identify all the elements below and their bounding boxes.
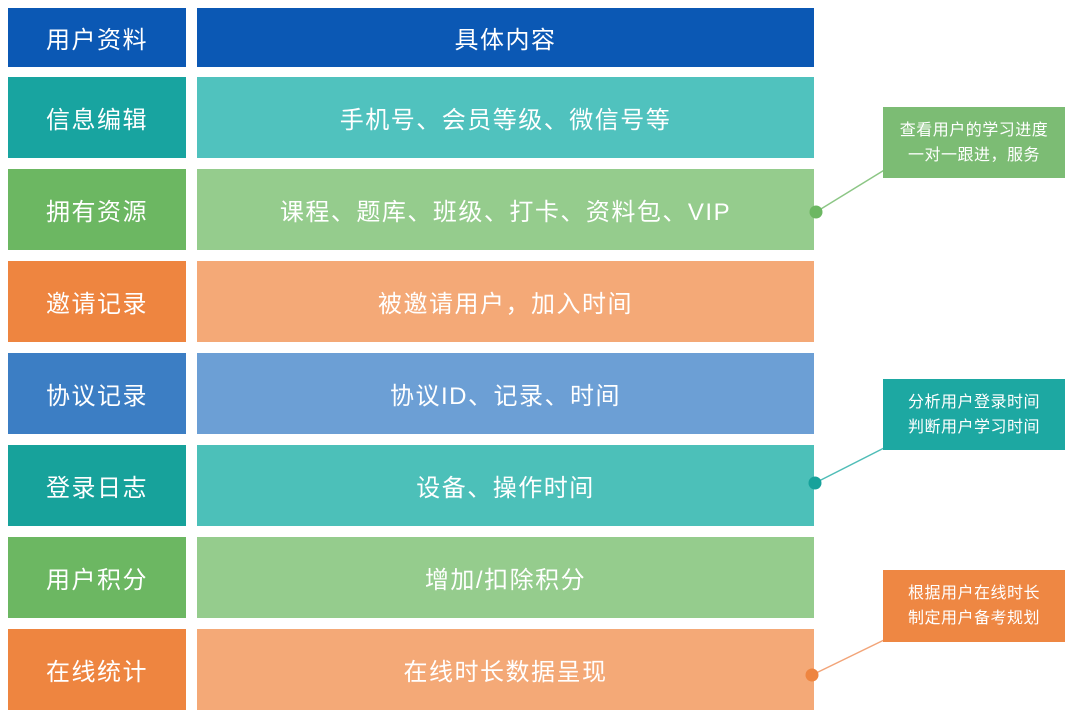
connector-line-2	[814, 447, 885, 484]
callout-text-line: 根据用户在线时长	[907, 585, 1040, 602]
row-content-cell: 手机号、会员等级、微信号等	[197, 77, 814, 158]
callout-learning-progress: 查看用户的学习进度 一对一跟进，服务	[883, 107, 1065, 178]
row-content-cell: 在线时长数据呈现	[197, 629, 814, 710]
callout-study-plan: 根据用户在线时长 制定用户备考规划	[883, 570, 1065, 642]
row-content-cell: 协议ID、记录、时间	[197, 353, 814, 434]
row-label-cell: 在线统计	[8, 629, 186, 710]
row-label-cell: 协议记录	[8, 353, 186, 434]
row-label-cell: 拥有资源	[8, 169, 186, 250]
row-content-cell: 设备、操作时间	[197, 445, 814, 526]
connector-line-3	[811, 639, 885, 676]
connector-line-1	[815, 168, 887, 213]
row-content-cell: 增加/扣除积分	[197, 537, 814, 618]
callout-text-line: 分析用户登录时间	[907, 393, 1040, 411]
callout-text-line: 一对一跟进，服务	[907, 146, 1040, 164]
callout-text-line: 判断用户学习时间	[907, 418, 1040, 436]
row-label-cell: 信息编辑	[8, 77, 186, 158]
callout-login-analysis: 分析用户登录时间 判断用户学习时间	[883, 379, 1065, 450]
header-label-cell: 用户资料	[8, 8, 186, 67]
row-label-cell: 邀请记录	[8, 261, 186, 342]
callout-text-line: 查看用户的学习进度	[899, 121, 1049, 139]
row-label-cell: 用户积分	[8, 537, 186, 618]
header-content-cell: 具体内容	[197, 8, 814, 67]
callout-text-line: 制定用户备考规划	[907, 610, 1040, 627]
row-content-cell: 被邀请用户，加入时间	[197, 261, 814, 342]
row-content-cell: 课程、题库、班级、打卡、资料包、VIP	[197, 169, 814, 250]
row-label-cell: 登录日志	[8, 445, 186, 526]
